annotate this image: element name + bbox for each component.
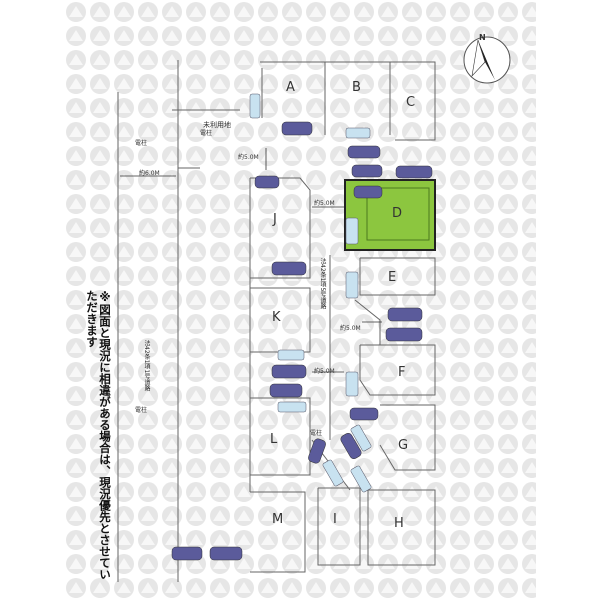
utility-pole-label: 電柱 (135, 140, 148, 147)
lot-j-label: J (273, 212, 277, 227)
lot-d-label: D (392, 206, 403, 221)
utility-pole-label: 電柱 (135, 407, 148, 414)
background-pattern (64, 0, 536, 600)
lot-c-label: C (406, 95, 416, 110)
disclaimer-notice: ※図面と現況に相違がある場合は、現況優先とさせていただきます (85, 290, 112, 580)
lot-e-label: E (388, 270, 397, 285)
lot-b-label: B (352, 80, 361, 95)
road-width-label: 約6.0M (139, 170, 160, 177)
road-width-label: 約5.0M (238, 154, 259, 161)
public-road-label: 法42条1項1号道路 (143, 340, 150, 392)
road-width-label: 約5.0M (340, 325, 361, 332)
north-compass (463, 36, 511, 84)
road-width-label: 約5.0M (314, 200, 335, 207)
road-width-label: 約5.0M (314, 368, 335, 375)
parking-cars (171, 93, 433, 561)
lot-a-label: A (286, 80, 295, 95)
utility-pole-label: 電柱 (310, 430, 323, 437)
utility-pole-label: 電柱 (200, 130, 213, 137)
north-label: N (479, 33, 486, 42)
lot-i-label: I (333, 512, 337, 527)
lot-f-label: F (398, 365, 406, 380)
lot-l-label: L (270, 432, 278, 447)
lot-k-label: K (272, 310, 281, 325)
unused-land-label: 未利用地 (203, 121, 231, 129)
lot-g-label: G (398, 438, 409, 453)
lot-m-label: M (272, 512, 284, 527)
lot-h-label: H (394, 516, 404, 531)
private-road-label: 法42条1項5号道路 (319, 258, 326, 310)
